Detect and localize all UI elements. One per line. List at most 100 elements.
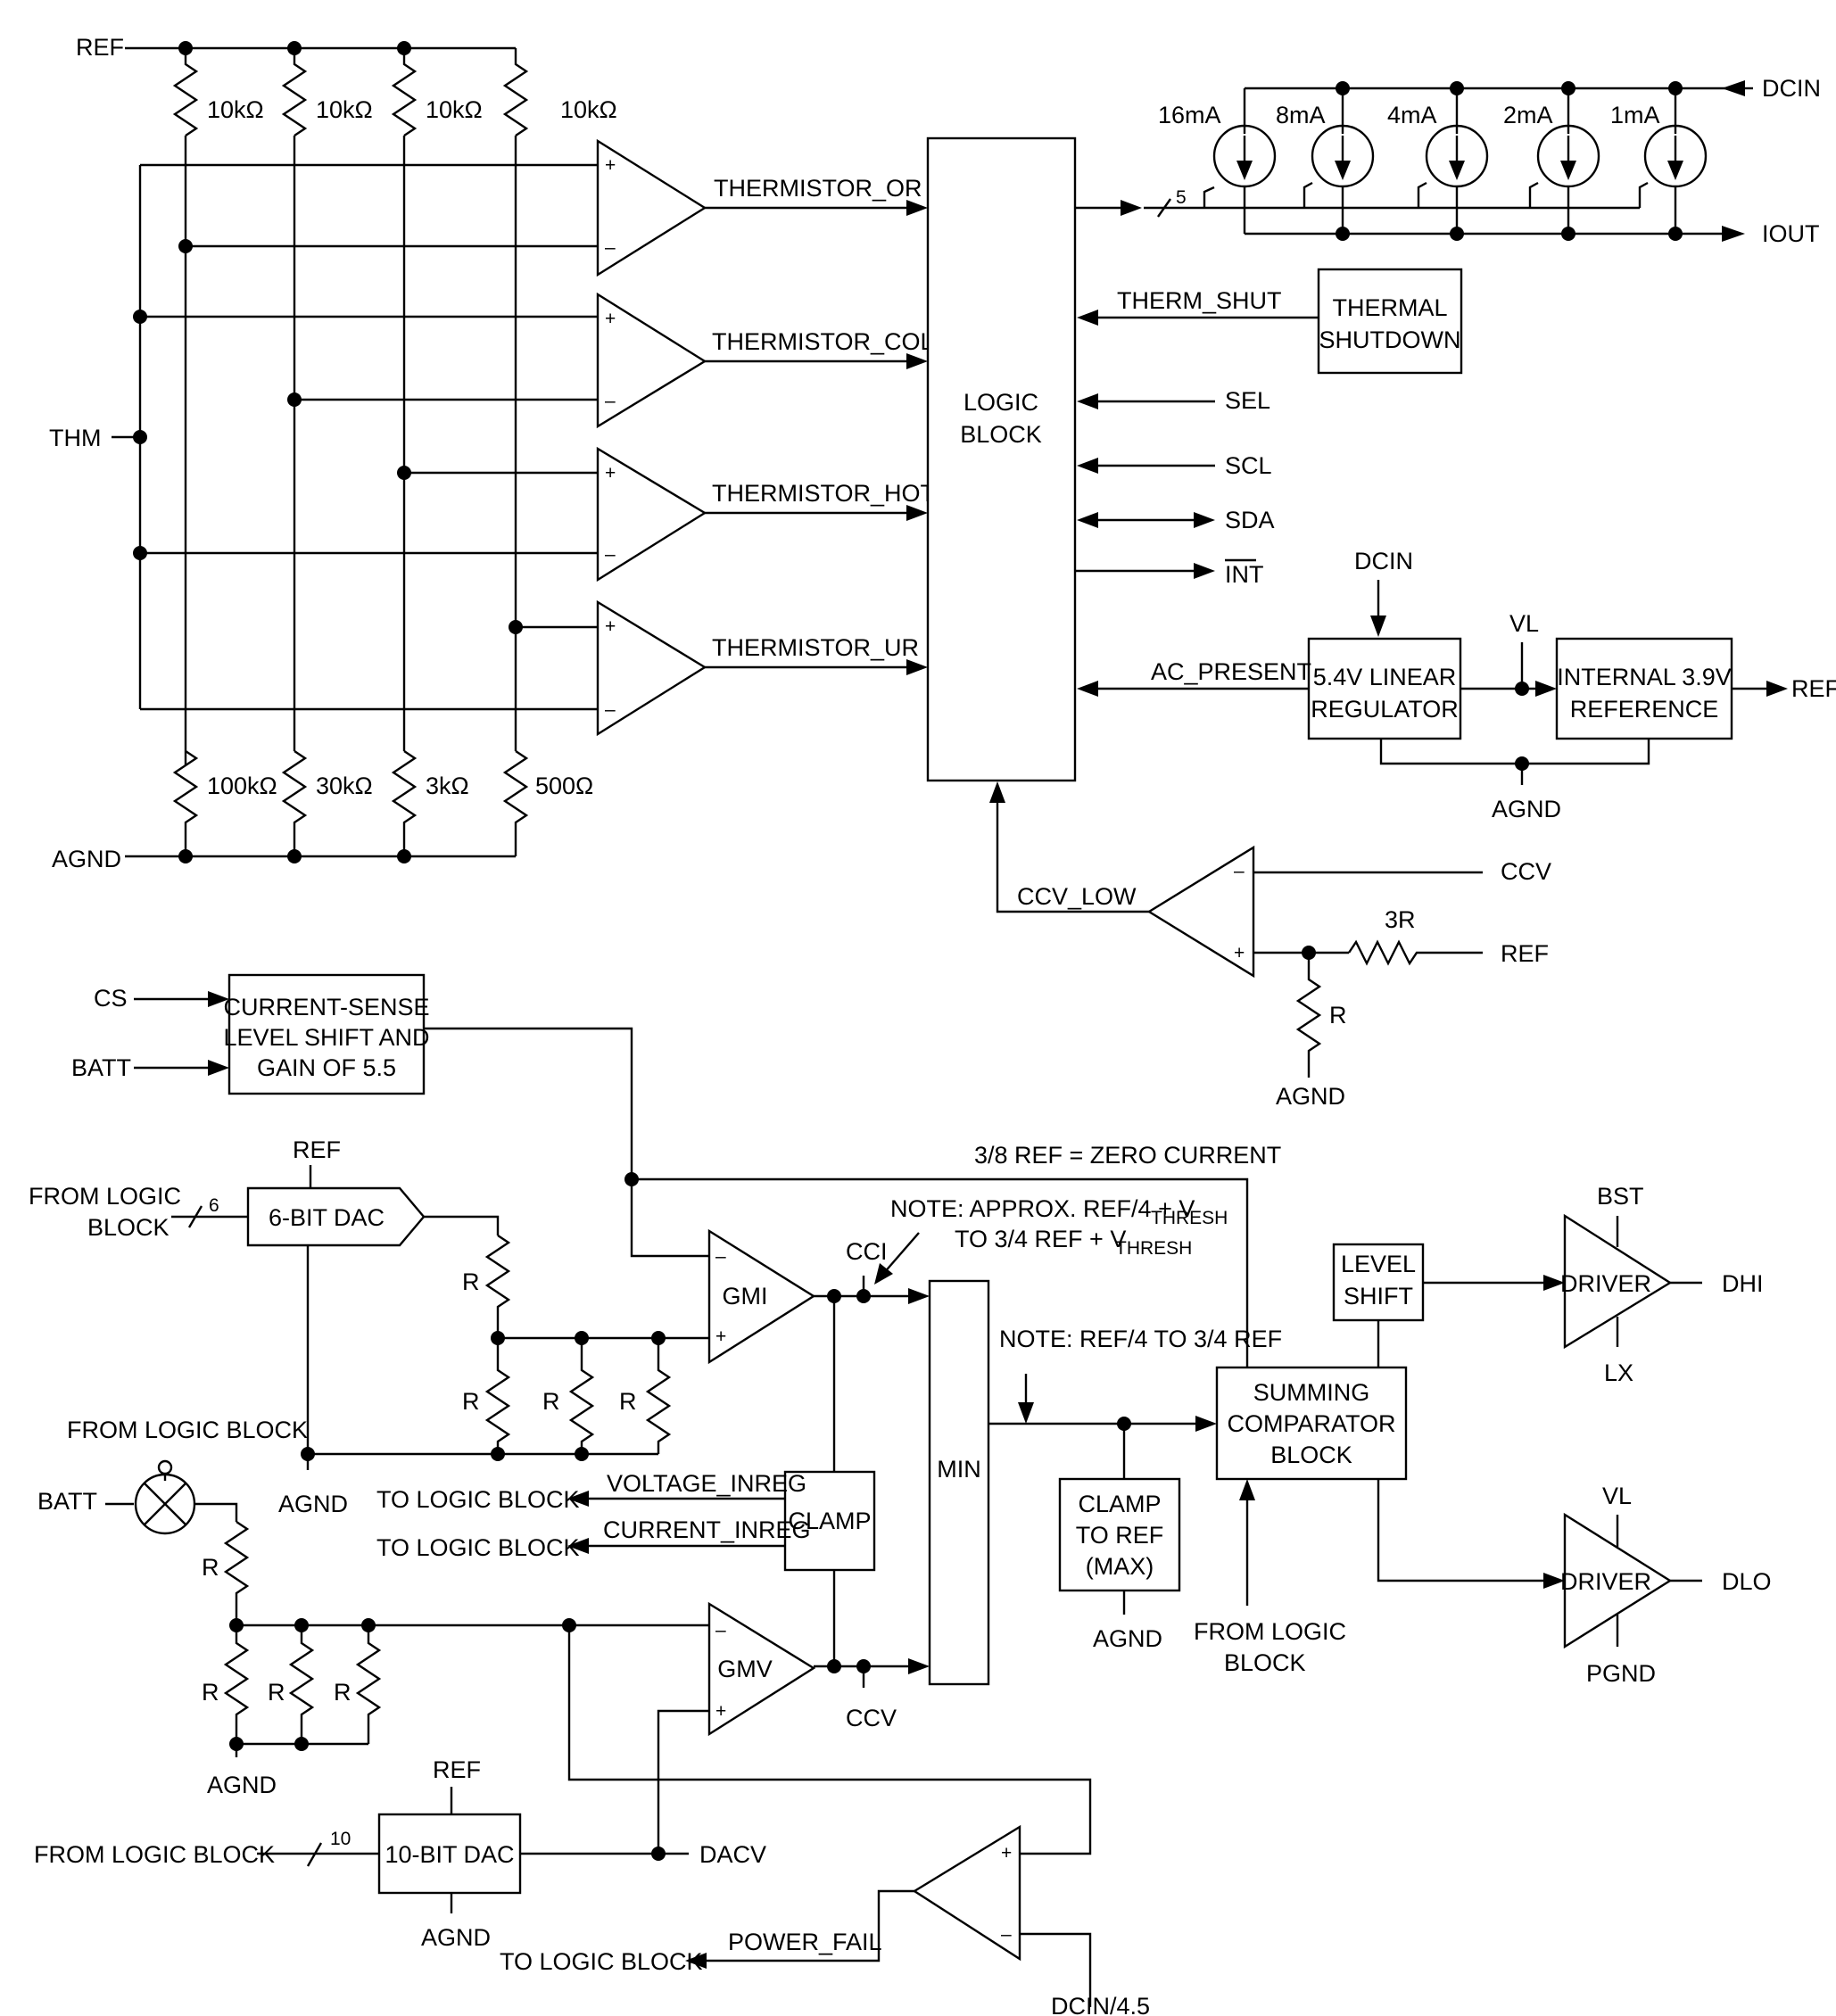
bus-width-10: 10 [330,1829,351,1849]
svg-text:+: + [1234,943,1245,963]
lx-label: LX [1604,1359,1633,1386]
batt-cs-label: BATT [71,1054,131,1081]
dac-10bit: 10-BIT DAC [385,1841,514,1868]
driver-section: SUMMING COMPARATOR BLOCK FROM LOGIC BLOC… [1194,1183,1772,1687]
ccv-label: CCV [1501,858,1551,885]
gmv-amp: GMV [717,1656,773,1682]
agnd-dac6-label: AGND [278,1491,348,1517]
dcin-reg-label: DCIN [1354,548,1413,574]
svg-text:BLOCK: BLOCK [960,421,1042,448]
ac-present-signal: AC_PRESENT [1151,658,1311,685]
from-logic-sum-2: BLOCK [1224,1649,1306,1676]
agnd-reg-label: AGND [1492,796,1561,822]
int-pin: INT [1225,561,1264,588]
to-logic-current: TO LOGIC BLOCK [376,1534,580,1561]
dhi-label: DHI [1722,1270,1764,1297]
comparator-cold: + – [596,292,707,429]
r-500: 500Ω [535,773,593,799]
dcin-45-label: DCIN/4.5 [1051,1993,1150,2016]
note-approx-2: TO 3/4 REF + V [955,1226,1126,1252]
svg-text:SHUTDOWN: SHUTDOWN [1319,326,1461,353]
svg-text:(MAX): (MAX) [1086,1553,1154,1580]
current-source-8ma: 8mA [1276,81,1375,241]
agnd-dac10-label: AGND [421,1924,491,1951]
driver-high: DRIVER [1560,1270,1651,1297]
svg-text:–: – [715,1620,726,1640]
svg-text:R: R [462,1388,480,1415]
svg-text:–: – [1234,861,1245,881]
comparator-ur: + – [596,599,707,737]
svg-text:SUMMING: SUMMING [1253,1379,1370,1406]
svg-text:THRESH: THRESH [1115,1238,1192,1259]
gmi-section: FROM LOGIC BLOCK 6 6-BIT DAC REF AGND R … [29,1136,1228,1517]
current-dac: 5 DCIN IOUT 16mA 8mA 4mA 2mA [1075,75,1821,247]
clamp-min-section: CLAMP VOLTAGE_INREG TO LOGIC BLOCK CURRE… [376,1279,1282,1686]
thermistor-section: REF 10kΩ 10kΩ 10kΩ 10kΩ THM + – + [49,34,951,872]
cs-label: CS [94,985,128,1012]
r-30k: 30kΩ [316,773,373,799]
resistor-10k-1: 10kΩ [172,48,264,136]
svg-text:R: R [1329,1002,1347,1029]
svg-text:THERMAL: THERMAL [1332,294,1447,321]
to-logic-voltage: TO LOGIC BLOCK [376,1486,580,1513]
svg-text:+: + [605,309,616,329]
clamp-block: CLAMP [788,1508,871,1534]
power-fail-signal: POWER_FAIL [728,1929,882,1955]
zero-current-note: 3/8 REF = ZERO CURRENT [974,1142,1281,1169]
svg-text:10kΩ: 10kΩ [316,96,373,123]
ref-out-label: REF [1791,675,1836,702]
resistor-10k-3: 10kΩ [391,48,483,136]
thermal-shutdown-block: THERMAL SHUTDOWN THERM_SHUT [1077,268,1463,375]
pgnd-label: PGND [1586,1660,1656,1687]
bus-width-5: 5 [1176,187,1187,208]
dacv-label: DACV [699,1841,766,1868]
vl-label: VL [1509,610,1539,637]
svg-text:–: – [715,1246,726,1267]
svg-text:5.4V LINEAR: 5.4V LINEAR [1313,664,1457,690]
bus-width-6: 6 [209,1195,219,1216]
dac-6bit: 6-BIT DAC [269,1204,385,1231]
resistor-10k-2: 10kΩ [281,48,373,136]
logic-block: LOGIC BLOCK [926,136,1077,782]
thermistor-hot-signal: THERMISTOR_HOT [712,480,935,507]
ref-dac10-label: REF [433,1756,481,1783]
driver-low: DRIVER [1560,1568,1651,1595]
ccv-low-signal: CCV_LOW [1017,883,1137,910]
svg-text:REFERENCE: REFERENCE [1570,696,1719,723]
ref-ccv-label: REF [1501,940,1549,967]
agnd-ccv-label: AGND [1276,1083,1345,1110]
svg-text:8mA: 8mA [1276,102,1326,128]
ccv-low-comparator: – + CCV 3R REF R AGND CCV_LOW [989,781,1551,1110]
from-logic-1a: FROM LOGIC [29,1183,181,1210]
cci-label: CCI [846,1238,888,1265]
svg-text:INTERNAL 3.9V: INTERNAL 3.9V [1557,664,1732,690]
current-sense-block: CS BATT CURRENT-SENSE LEVEL SHIFT AND GA… [71,973,1281,1367]
thermistor-cold-signal: THERMISTOR_COLD [712,328,951,355]
svg-text:R: R [619,1388,637,1415]
current-source-16ma: 16mA [1158,88,1277,234]
batt-gmv-label: BATT [37,1488,97,1515]
r-100k: 100kΩ [207,773,277,799]
svg-text:R: R [202,1554,219,1581]
svg-text:BLOCK: BLOCK [1270,1442,1352,1468]
iout-label: IOUT [1762,220,1820,247]
svg-text:CLAMP: CLAMP [1078,1491,1161,1517]
gmi-amp: GMI [723,1283,768,1310]
svg-text:R: R [334,1679,351,1706]
scl-pin: SCL [1225,452,1272,479]
svg-text:–: – [605,699,616,720]
agnd-clamp-label: AGND [1093,1625,1162,1652]
svg-text:+: + [605,616,616,637]
svg-text:–: – [1001,1924,1012,1945]
comparator-hot: + – [596,446,707,582]
note-approx-1: NOTE: APPROX. REF/4 + V [890,1195,1195,1222]
agnd-gmv-label: AGND [207,1772,277,1798]
svg-text:THRESH: THRESH [1151,1208,1228,1228]
svg-text:LOGIC: LOGIC [963,389,1038,416]
svg-text:2mA: 2mA [1503,102,1553,128]
ref-label: REF [76,34,124,61]
vl-driver-label: VL [1602,1483,1632,1509]
svg-text:–: – [605,237,616,258]
svg-text:COMPARATOR: COMPARATOR [1227,1410,1395,1437]
current-source-4ma: 4mA [1387,81,1489,241]
